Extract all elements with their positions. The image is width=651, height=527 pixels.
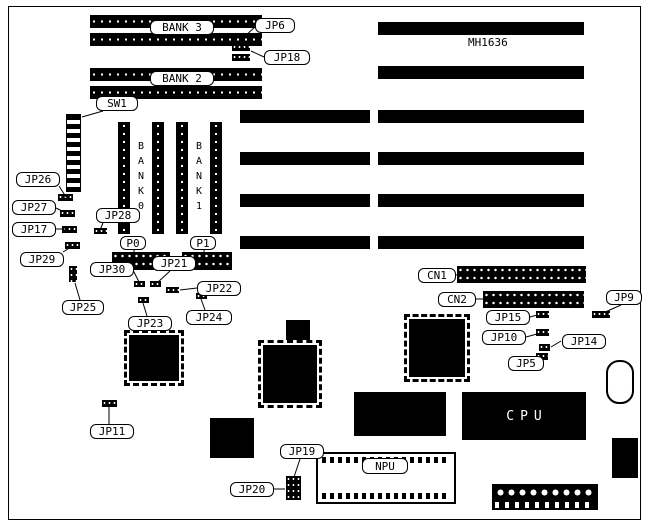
callout-jp29: JP29 [20, 252, 64, 267]
simm-socket-bank3-2 [90, 33, 262, 46]
callout-jp26: JP26 [16, 172, 60, 187]
chip-rect [354, 392, 446, 436]
callout-sw1: SW1 [96, 96, 138, 111]
jumper-jp9-pins [592, 311, 610, 318]
callout-jp10: JP10 [482, 330, 526, 345]
callout-jp25: JP25 [62, 300, 104, 315]
jumper-jp22-pins [166, 287, 179, 293]
qfp-chip-2 [258, 340, 322, 408]
jumper-jp27-pins [60, 210, 75, 217]
jumper-jp23-pins [138, 297, 149, 303]
callout-p1: P1 [190, 236, 216, 250]
jumper-jp29-pins [65, 242, 80, 249]
callout-jp14: JP14 [562, 334, 606, 349]
callout-cn2: CN2 [438, 292, 476, 307]
jumper-jp26-pins [58, 194, 73, 201]
callout-jp18: JP18 [264, 50, 310, 65]
qfp-chip-3 [404, 314, 470, 382]
jumper-jp17-pins [62, 226, 77, 233]
jumper-jp11-pins [102, 400, 117, 407]
callout-jp23: JP23 [128, 316, 172, 331]
small-chip [286, 320, 310, 341]
callout-jp27: JP27 [12, 200, 56, 215]
callout-jp5: JP5 [508, 356, 544, 371]
label-bank3: BANK 3 [150, 20, 214, 35]
npu-pin-row-bottom [322, 493, 450, 499]
jumper-jp18-pins-a [232, 44, 250, 51]
callout-jp30: JP30 [90, 262, 134, 277]
jumper-jp25-pins [69, 266, 77, 282]
power-connector-pins-square [495, 502, 595, 508]
callout-p0: P0 [120, 236, 146, 250]
expansion-slot-3-short [240, 110, 370, 123]
simm-socket-bank2-2 [90, 86, 262, 99]
callout-jp9: JP9 [606, 290, 642, 305]
edge-connector [612, 438, 638, 478]
callout-cn1: CN1 [418, 268, 456, 283]
qfp-chip-1 [124, 330, 184, 386]
power-connector-pins-round [495, 486, 595, 499]
callout-npu: NPU [362, 458, 408, 474]
callout-jp21: JP21 [152, 256, 196, 271]
dip-switch-sw1 [66, 114, 81, 192]
expansion-slot-4-long [378, 152, 584, 165]
expansion-slot-4-short [240, 152, 370, 165]
board-outline [8, 6, 641, 520]
jumper-jp18-pins-b [232, 54, 250, 61]
jumper-jp5-pins [536, 353, 548, 360]
expansion-slot-3-long [378, 110, 584, 123]
simm-socket-bank0-left [118, 122, 130, 234]
header-cn2 [483, 291, 584, 308]
expansion-slot-2 [378, 66, 584, 79]
label-bank2: BANK 2 [150, 71, 214, 86]
cpu-chip: CPU [462, 392, 586, 440]
callout-jp17: JP17 [12, 222, 56, 237]
callout-jp19: JP19 [280, 444, 324, 459]
label-bank1: BANK1 [189, 122, 209, 234]
jumper-jp24-pins [196, 293, 207, 299]
callout-jp20: JP20 [230, 482, 274, 497]
callout-jp28: JP28 [96, 208, 140, 223]
keyboard-connector [606, 360, 634, 404]
simm-socket-bank1-right [210, 122, 222, 234]
callout-jp22: JP22 [197, 281, 241, 296]
simm-socket-bank1-left [176, 122, 188, 234]
header-cn1 [457, 266, 586, 283]
jumper-jp19-jp20-pins [286, 476, 301, 500]
jumper-jp21-pins [150, 281, 161, 287]
power-connector [492, 484, 598, 510]
board-model-text: MH1636 [468, 36, 508, 49]
jumper-jp15-pins [536, 311, 549, 318]
expansion-slot-6-short [240, 236, 370, 249]
callout-jp15: JP15 [486, 310, 530, 325]
label-bank0: BANK0 [131, 122, 151, 234]
callout-jp11: JP11 [90, 424, 134, 439]
chip-square [210, 418, 254, 458]
expansion-slot-5-long [378, 194, 584, 207]
jumper-jp28-pins [94, 228, 107, 234]
jumper-jp10-pins [536, 329, 549, 336]
expansion-slot-5-short [240, 194, 370, 207]
callout-jp6: JP6 [255, 18, 295, 33]
jumper-jp14-pins [539, 344, 550, 351]
expansion-slot-6-long [378, 236, 584, 249]
simm-socket-bank0-right [152, 122, 164, 234]
expansion-slot-1 [378, 22, 584, 35]
callout-jp24: JP24 [186, 310, 232, 325]
jumper-jp30-pins [134, 281, 145, 287]
